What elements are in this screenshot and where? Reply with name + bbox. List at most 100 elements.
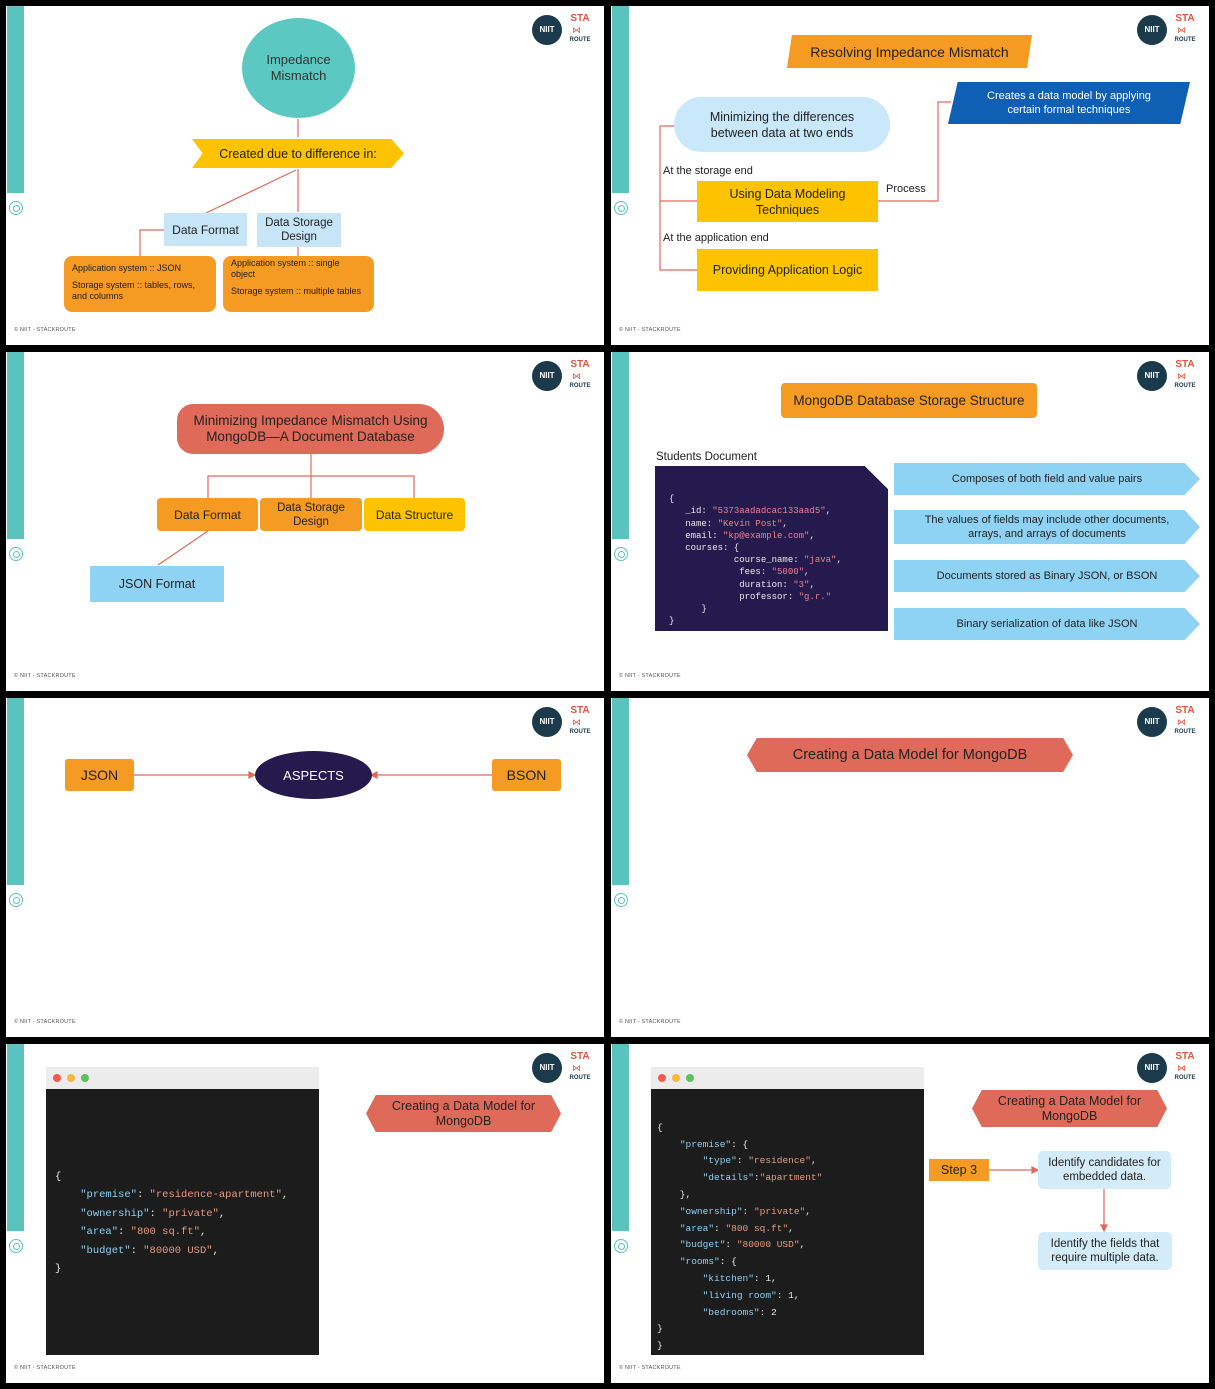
code-line: name: "Kevin Post", xyxy=(685,518,788,529)
ring-icon xyxy=(614,1239,628,1253)
bson-box: BSON xyxy=(492,759,561,791)
accent-bar xyxy=(7,352,24,539)
accent-bar xyxy=(612,6,629,193)
niit-logo: NIIT xyxy=(1137,1053,1167,1083)
stackroute-logo: STA xyxy=(1175,13,1195,24)
code-line: "details":"apartment" xyxy=(702,1172,823,1184)
close-dot-icon xyxy=(658,1074,666,1082)
code-key: course_name: xyxy=(733,555,805,566)
step-3-box: Step 3 xyxy=(929,1159,989,1181)
data-modeling-label: Using Data Modeling Techniques xyxy=(729,186,846,217)
accent-bar xyxy=(612,698,629,885)
stackroute-logo: STA xyxy=(1175,359,1195,370)
resolving-title: Resolving Impedance Mismatch xyxy=(787,35,1032,68)
code-key: courses: { xyxy=(685,543,740,554)
minimize-dot-icon xyxy=(672,1074,680,1082)
data-storage-design-box: Data Storage Design xyxy=(260,498,362,531)
code-key: "premise" xyxy=(80,1189,137,1201)
json-format-box: JSON Format xyxy=(90,566,224,602)
code-brace: } xyxy=(701,604,707,615)
stackroute-logo: STA xyxy=(570,359,590,370)
code-key: "kitchen" xyxy=(702,1272,754,1284)
format-detail-line: Application system :: JSON xyxy=(72,263,182,273)
logo: NIIT STA ⋈ ROUTE xyxy=(1137,13,1197,47)
code-key: email: xyxy=(685,530,724,541)
ring-icon xyxy=(9,547,23,561)
code-line: "type": "residence", xyxy=(702,1155,817,1167)
code-value: "residence-apartment" xyxy=(149,1189,282,1201)
code-line: duration: "3", xyxy=(739,579,815,590)
code-line: } xyxy=(657,1323,663,1335)
code-key: "rooms" xyxy=(679,1256,720,1268)
stackroute-logo: STA xyxy=(1175,705,1195,716)
code-line: }, xyxy=(657,1188,692,1200)
code-key: "budget" xyxy=(679,1239,726,1251)
logo: NIIT STA ⋈ ROUTE xyxy=(1137,359,1197,393)
code-line: "budget": "80000 USD", xyxy=(679,1239,806,1251)
format-detail-line: Storage system :: tables, rows, and colu… xyxy=(72,280,196,301)
code-line: professor: "g.r." xyxy=(669,591,874,603)
storage-end-label: At the storage end xyxy=(663,165,753,177)
code-window: { "premise": "residence-apartment", "own… xyxy=(46,1089,319,1355)
data-model-title: Creating a Data Model for MongoDB xyxy=(747,738,1073,772)
ring-icon xyxy=(9,893,23,907)
stackroute-logo: STA xyxy=(1175,1051,1195,1062)
code-value: 1 xyxy=(765,1272,772,1284)
difference-banner-label: Created due to difference in: xyxy=(219,146,377,161)
storage-detail-line: Application system :: single object xyxy=(231,258,340,279)
data-modeling-box: Using Data Modeling Techniques xyxy=(697,181,878,222)
ring-icon xyxy=(614,547,628,561)
data-storage-design-label: Data Storage Design xyxy=(277,501,345,528)
code-value: "80000 USD" xyxy=(736,1239,800,1251)
niit-logo: NIIT xyxy=(532,707,562,737)
niit-logo: NIIT xyxy=(532,15,562,45)
minimize-dot-icon xyxy=(67,1074,75,1082)
accent-bar xyxy=(612,1044,629,1231)
stackroute-logo: STA xyxy=(570,705,590,716)
code-line: } xyxy=(669,615,874,627)
code-line: { xyxy=(669,494,675,505)
code-value: "java" xyxy=(804,555,837,566)
code-value: "apartment" xyxy=(759,1172,823,1184)
niit-logo: NIIT xyxy=(1137,707,1167,737)
code-key: "details" xyxy=(702,1172,754,1184)
code-value: "800 sq.ft" xyxy=(725,1222,789,1234)
stackroute-logo: STA xyxy=(570,1051,590,1062)
code-value: "residence" xyxy=(748,1155,811,1167)
bson-label: BSON xyxy=(506,767,547,783)
slide-storage-structure: NIIT STA ⋈ ROUTE MongoDB Database Storag… xyxy=(611,352,1209,691)
minimizing-bubble-label: Minimizing the differences between data … xyxy=(709,109,855,140)
footer: © NIIT - STACKROUTE xyxy=(619,327,681,333)
code-key: "budget" xyxy=(80,1244,131,1257)
code-line: "ownership": "private", xyxy=(80,1207,226,1220)
window-titlebar xyxy=(46,1067,319,1089)
code-line: courses: { xyxy=(669,542,874,554)
route-text: ROUTE xyxy=(1174,383,1196,389)
formal-techniques-box: Creates a data model by applying certain… xyxy=(948,82,1190,124)
connector-lines xyxy=(139,119,299,256)
route-text: ROUTE xyxy=(1174,729,1196,735)
code-key: "type" xyxy=(702,1155,737,1167)
mongodb-title: Minimizing Impedance Mismatch Using Mong… xyxy=(177,404,444,454)
niit-logo: NIIT xyxy=(532,1053,562,1083)
code-window: { "premise": { "type": "residence", "det… xyxy=(651,1089,924,1355)
application-logic-box: Providing Application Logic xyxy=(697,249,878,291)
json-format-label: JSON Format xyxy=(118,577,196,591)
code-line: _id: "5373aadadcac133aad5", xyxy=(685,506,832,517)
niit-logo: NIIT xyxy=(532,361,562,391)
impedance-circle: Impedance Mismatch xyxy=(242,18,355,118)
students-document-label: Students Document xyxy=(656,451,758,463)
code-value: "3" xyxy=(793,579,810,590)
logo: NIIT STA ⋈ ROUTE xyxy=(1137,1051,1197,1085)
formal-techniques-label: Creates a data model by applying certain… xyxy=(987,90,1151,116)
route-text: ROUTE xyxy=(569,383,591,389)
mongodb-title-label: Minimizing Impedance Mismatch Using Mong… xyxy=(193,413,428,444)
code-line: course_name: "java", xyxy=(733,555,842,566)
footer: © NIIT - STACKROUTE xyxy=(619,673,681,679)
multiple-data-label: Identify the fields that require multipl… xyxy=(1050,1238,1160,1264)
code-value: "5000" xyxy=(771,567,805,578)
storage-detail-line: Storage system :: multiple tables xyxy=(231,286,362,296)
code-line: } xyxy=(669,603,874,615)
code-key: "ownership" xyxy=(679,1205,743,1217)
ring-icon xyxy=(9,201,23,215)
